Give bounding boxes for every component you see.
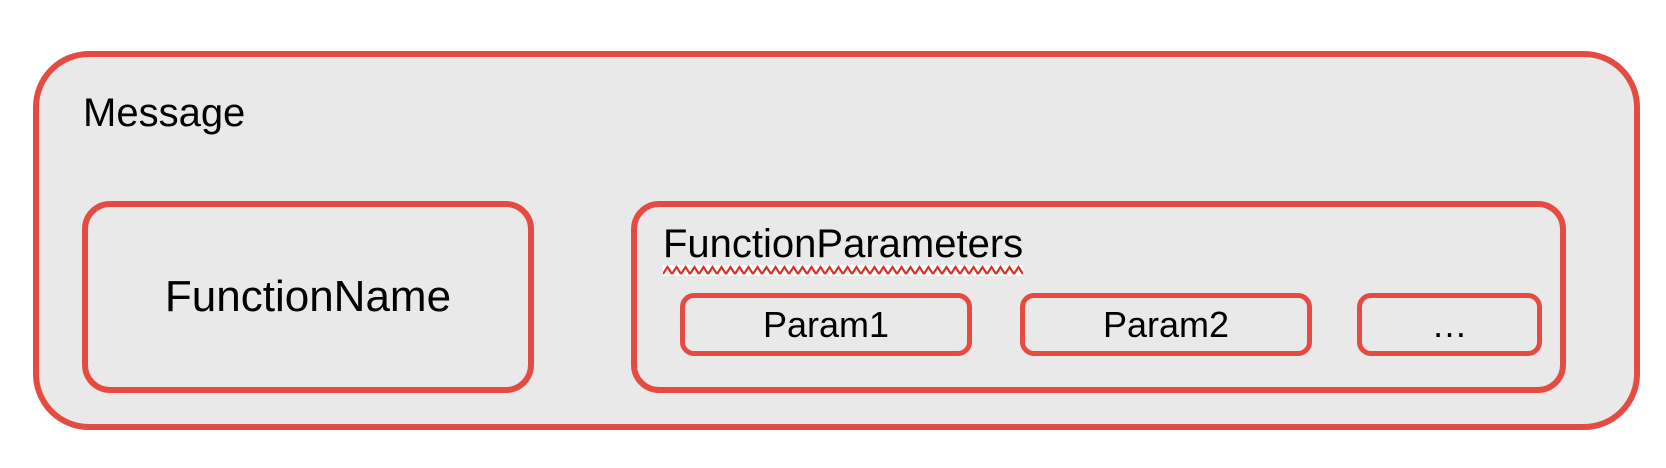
function-parameters-label: FunctionParameters (663, 222, 1024, 266)
ellipsis-param-box: … (1357, 293, 1542, 356)
ellipsis-label: … (1431, 303, 1468, 345)
message-box: Message FunctionName FunctionParameters (33, 51, 1640, 430)
param2-box: Param2 (1020, 293, 1312, 356)
message-label: Message (83, 91, 246, 135)
param1-label: Param1 (762, 303, 890, 345)
spellcheck-squiggle-icon (663, 265, 1024, 276)
function-parameters-label-wrap: FunctionParameters (663, 222, 1024, 276)
function-parameters-box: FunctionParameters Param1 (631, 201, 1566, 393)
function-name-box: FunctionName (82, 201, 534, 393)
param1-box: Param1 (680, 293, 972, 356)
function-name-label: FunctionName (164, 272, 452, 321)
param2-label: Param2 (1102, 303, 1230, 345)
